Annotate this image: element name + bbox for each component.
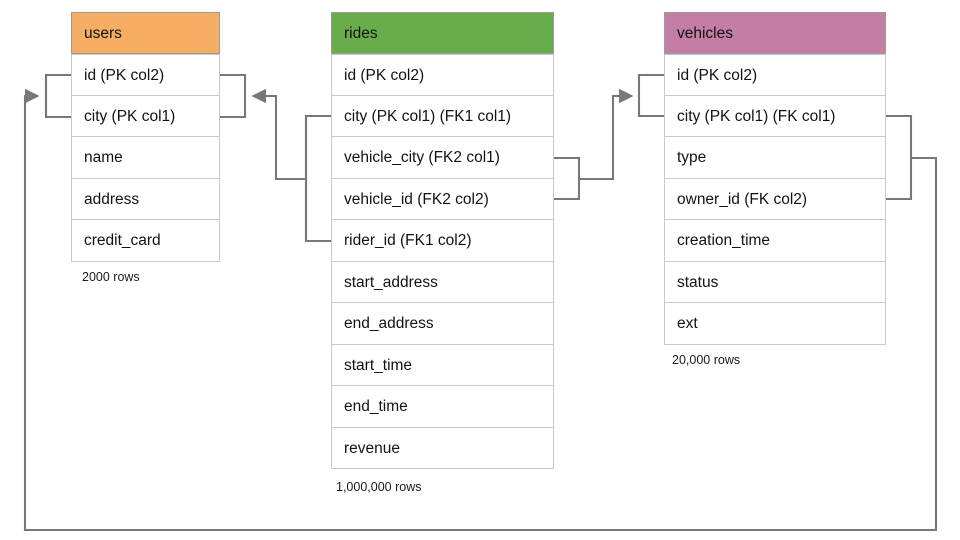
table-rides-column-city[interactable]: city (PK col1) (FK1 col1)	[331, 95, 554, 137]
table-vehicles-column-city[interactable]: city (PK col1) (FK col1)	[664, 95, 886, 137]
table-rides-header: rides	[331, 12, 554, 54]
table-vehicles[interactable]: vehicles id (PK col2) city (PK col1) (FK…	[664, 12, 886, 345]
wire-rides-right-bracket	[554, 156, 581, 201]
table-vehicles-header: vehicles	[664, 12, 886, 54]
table-rides-column-vehicle-id[interactable]: vehicle_id (FK2 col2)	[331, 178, 554, 220]
table-users-column-name[interactable]: name	[71, 137, 220, 179]
table-vehicles-column-creation-time[interactable]: creation_time	[664, 220, 886, 262]
table-users-column-id[interactable]: id (PK col2)	[71, 54, 220, 96]
table-users-column-address[interactable]: address	[71, 178, 220, 220]
table-users-column-city[interactable]: city (PK col1)	[71, 95, 220, 137]
table-rides-column-start-address[interactable]: start_address	[331, 261, 554, 303]
table-rides-column-start-time[interactable]: start_time	[331, 344, 554, 386]
table-rides-column-rider-id[interactable]: rider_id (FK1 col2)	[331, 220, 554, 262]
wire-vehicles-left-bracket	[637, 73, 664, 118]
table-vehicles-column-id[interactable]: id (PK col2)	[664, 54, 886, 96]
table-users-column-credit-card[interactable]: credit_card	[71, 220, 220, 262]
table-vehicles-column-ext[interactable]: ext	[664, 303, 886, 345]
relationship-rides-vehicle-to-vehicles	[579, 88, 634, 181]
table-users-header: users	[71, 12, 220, 54]
table-rides-column-revenue[interactable]: revenue	[331, 427, 554, 469]
table-rides-row-count: 1,000,000 rows	[336, 480, 422, 494]
table-rides-column-id[interactable]: id (PK col2)	[331, 54, 554, 96]
table-users[interactable]: users id (PK col2) city (PK col1) name a…	[71, 12, 220, 262]
wire-users-left-bracket	[44, 73, 71, 119]
table-vehicles-column-status[interactable]: status	[664, 261, 886, 303]
table-rides[interactable]: rides id (PK col2) city (PK col1) (FK1 c…	[331, 12, 554, 469]
relationship-rides-rider-to-users	[251, 88, 306, 181]
table-vehicles-column-type[interactable]: type	[664, 137, 886, 179]
table-rides-column-end-address[interactable]: end_address	[331, 303, 554, 345]
wire-users-right-bracket	[220, 73, 247, 119]
table-rides-column-end-time[interactable]: end_time	[331, 386, 554, 428]
table-rides-column-vehicle-city[interactable]: vehicle_city (FK2 col1)	[331, 137, 554, 179]
wire-rides-left-bracket	[304, 114, 331, 243]
wire-vehicles-right-bracket	[886, 114, 913, 201]
table-vehicles-row-count: 20,000 rows	[672, 353, 741, 367]
table-users-row-count: 2000 rows	[82, 270, 140, 284]
table-vehicles-column-owner-id[interactable]: owner_id (FK col2)	[664, 178, 886, 220]
